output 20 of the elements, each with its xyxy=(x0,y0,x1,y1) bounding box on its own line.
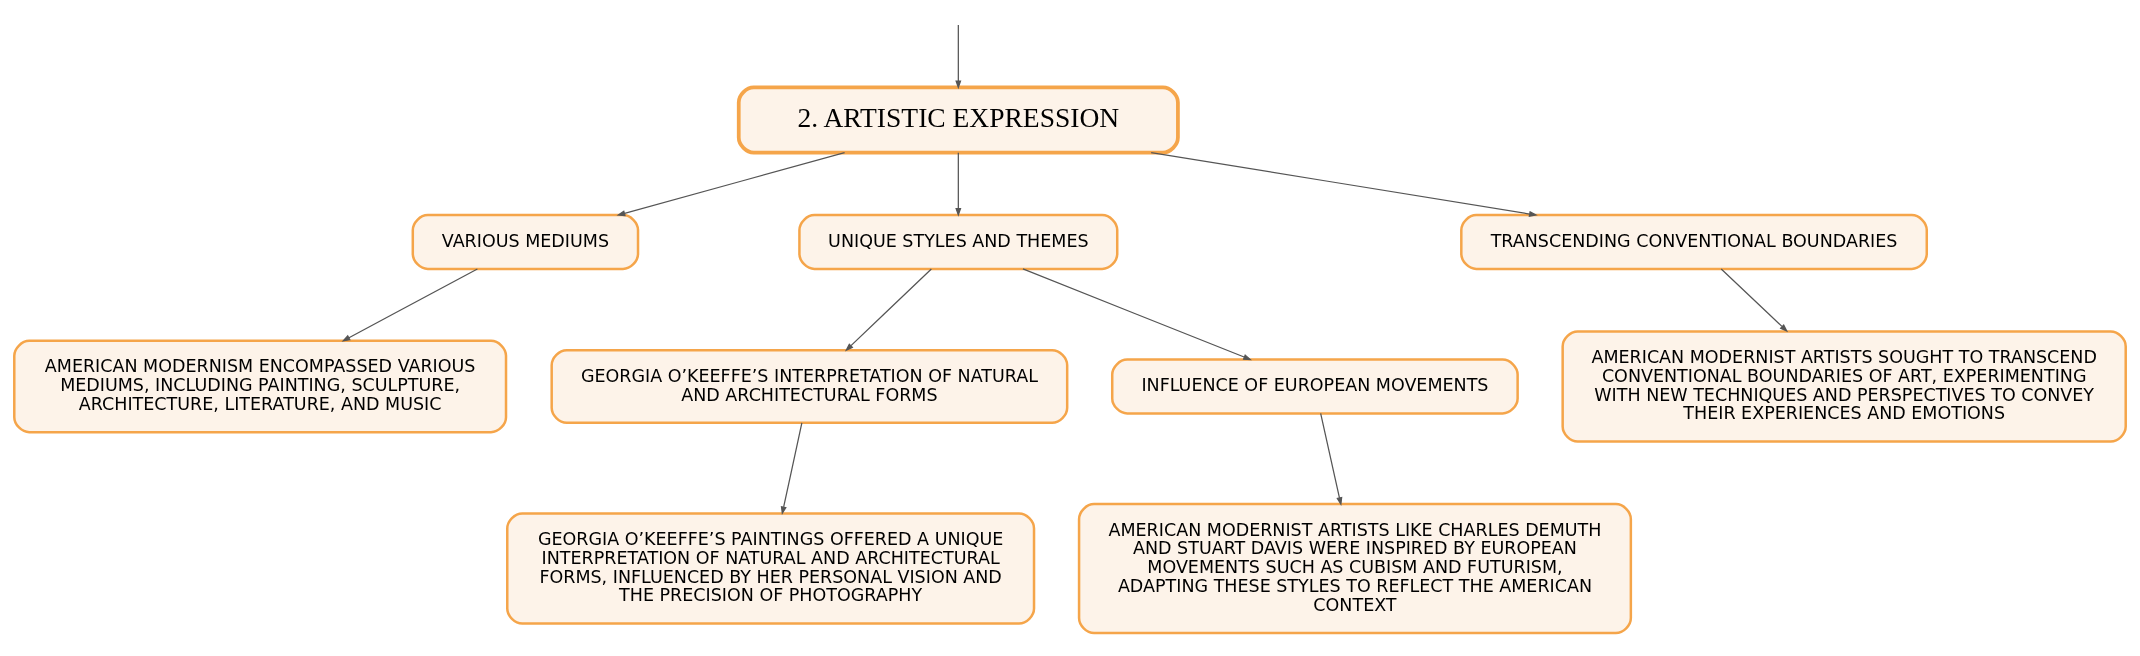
arrow xyxy=(955,23,962,89)
arrow xyxy=(1022,267,1252,360)
node-box: AMERICAN MODERNIST ARTISTS LIKE CHARLES DEMUTH AND STUART DAVIS WERE INSPIRED BY EUROPEAN MOVEMENTS SUCH AS CUBISM AND FUTURISM, ADAPTING THESE STYLES TO REFLECT THE AMERICAN CONTEXT xyxy=(1077,502,1633,634)
arrow xyxy=(955,151,962,217)
arrow xyxy=(844,267,932,351)
arrow xyxy=(1720,267,1789,332)
node-box: INFLUENCE OF EUROPEAN MOVEMENTS xyxy=(1111,357,1519,415)
node-box: AMERICAN MODERNIST ARTISTS SOUGHT TO TRANSCEND CONVENTIONAL BOUNDARIES OF ART, EXPERIMENTING WITH NEW TECHNIQUES AND PERSPECTIVES TO CONVEY THEIR EXPERIENCES AND EMOTIONS xyxy=(1561,329,2127,443)
arrow xyxy=(780,421,803,515)
node-box: GEORGIA O’KEEFFE’S PAINTINGS OFFERED A UNIQUE INTERPRETATION OF NATURAL AND ARCHITECTURAL FORMS, INFLUENCED BY HER PERSONAL VISION AND THE PRECISION OF PHOTOGRAPHY xyxy=(506,511,1036,625)
node-box: 2. ARTISTIC EXPRESSION xyxy=(736,85,1180,154)
node-box: UNIQUE STYLES AND THEMES xyxy=(798,213,1119,270)
arrow xyxy=(616,151,846,216)
node-box: TRANSCENDING CONVENTIONAL BOUNDARIES xyxy=(1460,213,1928,270)
arrow xyxy=(1150,151,1538,217)
node-box: AMERICAN MODERNISM ENCOMPASSED VARIOUS MEDIUMS, INCLUDING PAINTING, SCULPTURE, ARCHITECTURE, LITERATURE, AND MUSIC xyxy=(13,339,508,433)
arrow xyxy=(341,267,478,342)
node-box: GEORGIA O’KEEFFE’S INTERPRETATION OF NATURAL AND ARCHITECTURAL FORMS xyxy=(550,348,1069,424)
arrow xyxy=(1320,412,1343,506)
node-box: VARIOUS MEDIUMS xyxy=(411,213,640,270)
